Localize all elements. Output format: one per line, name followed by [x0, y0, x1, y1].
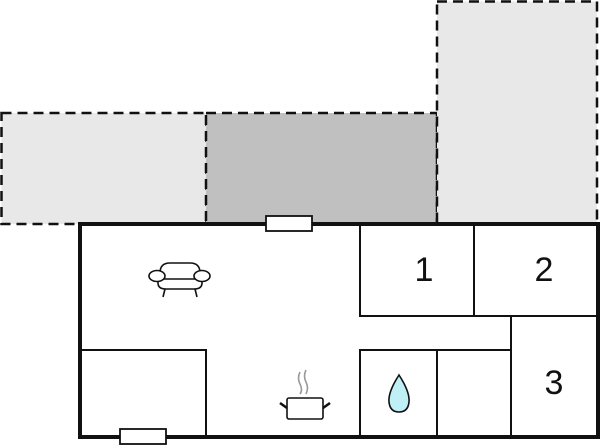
terrace-right	[435, 0, 599, 226]
terrace-middle	[204, 111, 439, 226]
interior-walls	[80, 224, 598, 437]
terraces	[0, 0, 599, 226]
armchair-icon	[148, 262, 211, 298]
window-top	[265, 215, 313, 232]
window-bottom	[119, 428, 167, 445]
terrace-left	[0, 111, 208, 226]
bedroom-1-label: 1	[414, 251, 434, 289]
bedroom-1-wall	[359, 224, 598, 317]
water-drop-icon	[388, 373, 410, 413]
bedroom-2-label: 2	[534, 251, 554, 289]
bedroom-3-label: 3	[544, 364, 564, 402]
outer-wall	[78, 222, 600, 439]
house-interior	[80, 224, 598, 437]
entrance-room-wall	[80, 349, 207, 437]
bathroom-wall	[359, 349, 511, 437]
cooking-pot-icon	[279, 369, 331, 420]
